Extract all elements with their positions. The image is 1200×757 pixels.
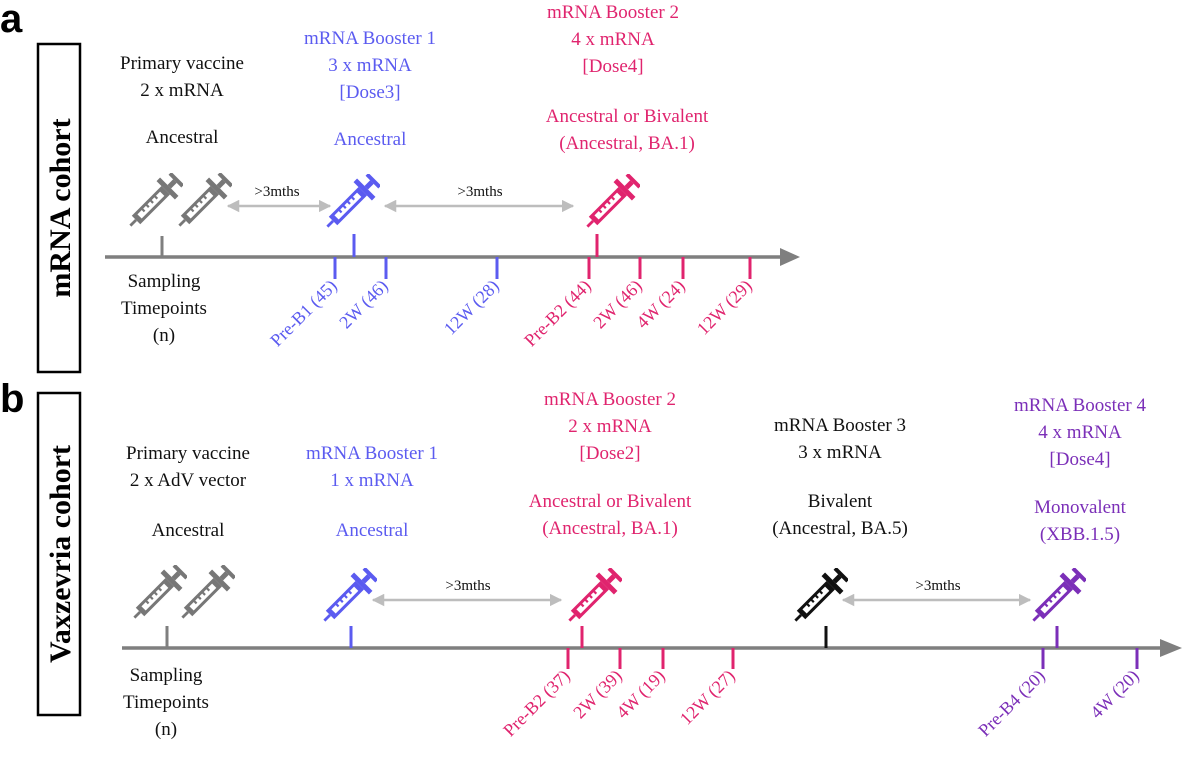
booster2-b: mRNA Booster 2 2 x mRNA [Dose2] Ancestra… bbox=[529, 389, 692, 539]
booster2-doses-b: 2 x mRNA bbox=[568, 416, 652, 437]
sampling-label-a: Sampling Timepoints (n) bbox=[121, 271, 207, 346]
booster2-doses-a: 4 x mRNA bbox=[571, 29, 655, 50]
booster1-strain-b: Ancestral bbox=[336, 520, 409, 541]
sampling-line3-a: (n) bbox=[153, 325, 175, 346]
syringe-icon bbox=[172, 173, 232, 233]
booster1-a: mRNA Booster 1 3 x mRNA [Dose3] Ancestra… bbox=[304, 28, 436, 150]
sampling-line1-a: Sampling bbox=[128, 271, 201, 292]
sampling-line1-b: Sampling bbox=[130, 665, 203, 686]
primary-vaccine-doses-b: 2 x AdV vector bbox=[130, 470, 247, 491]
cohort-label-box-a: mRNA cohort bbox=[36, 42, 82, 374]
timepoint-label: Pre-B2 (37) bbox=[499, 666, 574, 741]
primary-vaccine-strain-a: Ancestral bbox=[146, 127, 219, 148]
timepoint-label: 2W (46) bbox=[335, 276, 392, 333]
booster4-dose-number-b: [Dose4] bbox=[1049, 449, 1110, 470]
syringe-icon bbox=[1026, 568, 1086, 628]
timepoint-label: 12W (28) bbox=[440, 276, 504, 340]
panel-a: a mRNA cohort Primary vaccine 2 x mRNA A… bbox=[0, 0, 800, 374]
booster2-strain-detail-a: (Ancestral, BA.1) bbox=[559, 133, 695, 154]
booster2-strain-a: Ancestral or Bivalent bbox=[546, 106, 709, 127]
timeline-arrowhead-a bbox=[780, 248, 800, 266]
booster2-strain-detail-b: (Ancestral, BA.1) bbox=[542, 518, 678, 539]
timepoint-label: Pre-B4 (20) bbox=[974, 666, 1049, 741]
booster4-title-b: mRNA Booster 4 bbox=[1014, 395, 1146, 416]
booster1-doses-b: 1 x mRNA bbox=[330, 470, 414, 491]
booster2-dose-number-b: [Dose2] bbox=[579, 443, 640, 464]
timepoint-label: Pre-B2 (44) bbox=[520, 276, 595, 351]
booster3-b: mRNA Booster 3 3 x mRNA Bivalent (Ancest… bbox=[772, 415, 908, 539]
syringe-icon bbox=[317, 568, 377, 628]
interval-label-a2: >3mths bbox=[457, 184, 502, 200]
booster1-doses-a: 3 x mRNA bbox=[328, 55, 412, 76]
booster1-title-a: mRNA Booster 1 bbox=[304, 28, 436, 49]
primary-vaccine-title-a: Primary vaccine bbox=[120, 53, 244, 74]
timepoint-label: 12W (29) bbox=[693, 276, 757, 340]
timeline-arrowhead-b bbox=[1160, 639, 1182, 657]
syringe-icon bbox=[123, 173, 183, 233]
interval-label-b1: >3mths bbox=[445, 578, 490, 594]
interval-label-b2: >3mths bbox=[915, 578, 960, 594]
booster1-strain-a: Ancestral bbox=[334, 129, 407, 150]
interval-label-a1: >3mths bbox=[254, 184, 299, 200]
booster3-title-b: mRNA Booster 3 bbox=[774, 415, 906, 436]
sampling-line2-a: Timepoints bbox=[121, 298, 207, 319]
syringe-icon bbox=[562, 568, 622, 628]
booster3-strain-detail-b: (Ancestral, BA.5) bbox=[772, 518, 908, 539]
cohort-label-box-b: Vaxzevria cohort bbox=[36, 391, 82, 717]
booster4-strain-detail-b: (XBB.1.5) bbox=[1040, 524, 1120, 545]
sampling-line2-b: Timepoints bbox=[123, 692, 209, 713]
sampling-line3-b: (n) bbox=[155, 719, 177, 740]
booster2-dose-number-a: [Dose4] bbox=[582, 56, 643, 77]
syringe-icon bbox=[320, 174, 380, 234]
sampling-label-b: Sampling Timepoints (n) bbox=[123, 665, 209, 740]
booster4-strain-b: Monovalent bbox=[1034, 497, 1127, 518]
booster3-doses-b: 3 x mRNA bbox=[798, 442, 882, 463]
primary-vaccine-title-b: Primary vaccine bbox=[126, 443, 250, 464]
booster1-b: mRNA Booster 1 1 x mRNA Ancestral bbox=[306, 443, 438, 541]
timepoint-label: 12W (27) bbox=[676, 666, 740, 730]
panel-b: b Vaxzevria cohort Primary vaccine 2 x A… bbox=[0, 377, 1182, 741]
primary-vaccine-b: Primary vaccine 2 x AdV vector Ancestral bbox=[126, 443, 250, 541]
booster2-strain-b: Ancestral or Bivalent bbox=[529, 491, 692, 512]
booster2-title-b: mRNA Booster 2 bbox=[544, 389, 676, 410]
booster2-title-a: mRNA Booster 2 bbox=[547, 2, 679, 23]
booster3-strain-b: Bivalent bbox=[808, 491, 873, 512]
booster4-b: mRNA Booster 4 4 x mRNA [Dose4] Monovale… bbox=[1014, 395, 1146, 545]
cohort-label-b: Vaxzevria cohort bbox=[44, 445, 77, 663]
booster1-title-b: mRNA Booster 1 bbox=[306, 443, 438, 464]
timepoint-label: 4W (19) bbox=[612, 666, 669, 723]
booster4-doses-b: 4 x mRNA bbox=[1038, 422, 1122, 443]
booster2-a: mRNA Booster 2 4 x mRNA [Dose4] Ancestra… bbox=[546, 2, 709, 154]
panel-letter-a: a bbox=[0, 0, 23, 41]
timepoint-label: 4W (24) bbox=[632, 276, 689, 333]
primary-vaccine-doses-a: 2 x mRNA bbox=[140, 80, 224, 101]
primary-vaccine-strain-b: Ancestral bbox=[152, 520, 225, 541]
syringe-icon bbox=[175, 565, 235, 625]
syringe-icon bbox=[788, 568, 848, 628]
cohort-label-a: mRNA cohort bbox=[44, 118, 77, 297]
booster1-dose-number-a: [Dose3] bbox=[339, 82, 400, 103]
panel-letter-b: b bbox=[0, 377, 24, 421]
primary-vaccine-a: Primary vaccine 2 x mRNA Ancestral bbox=[120, 53, 244, 148]
timepoint-label: Pre-B1 (45) bbox=[266, 276, 341, 351]
syringe-icon bbox=[127, 565, 187, 625]
timepoint-label: 4W (20) bbox=[1086, 666, 1143, 723]
syringe-icon bbox=[580, 174, 640, 234]
